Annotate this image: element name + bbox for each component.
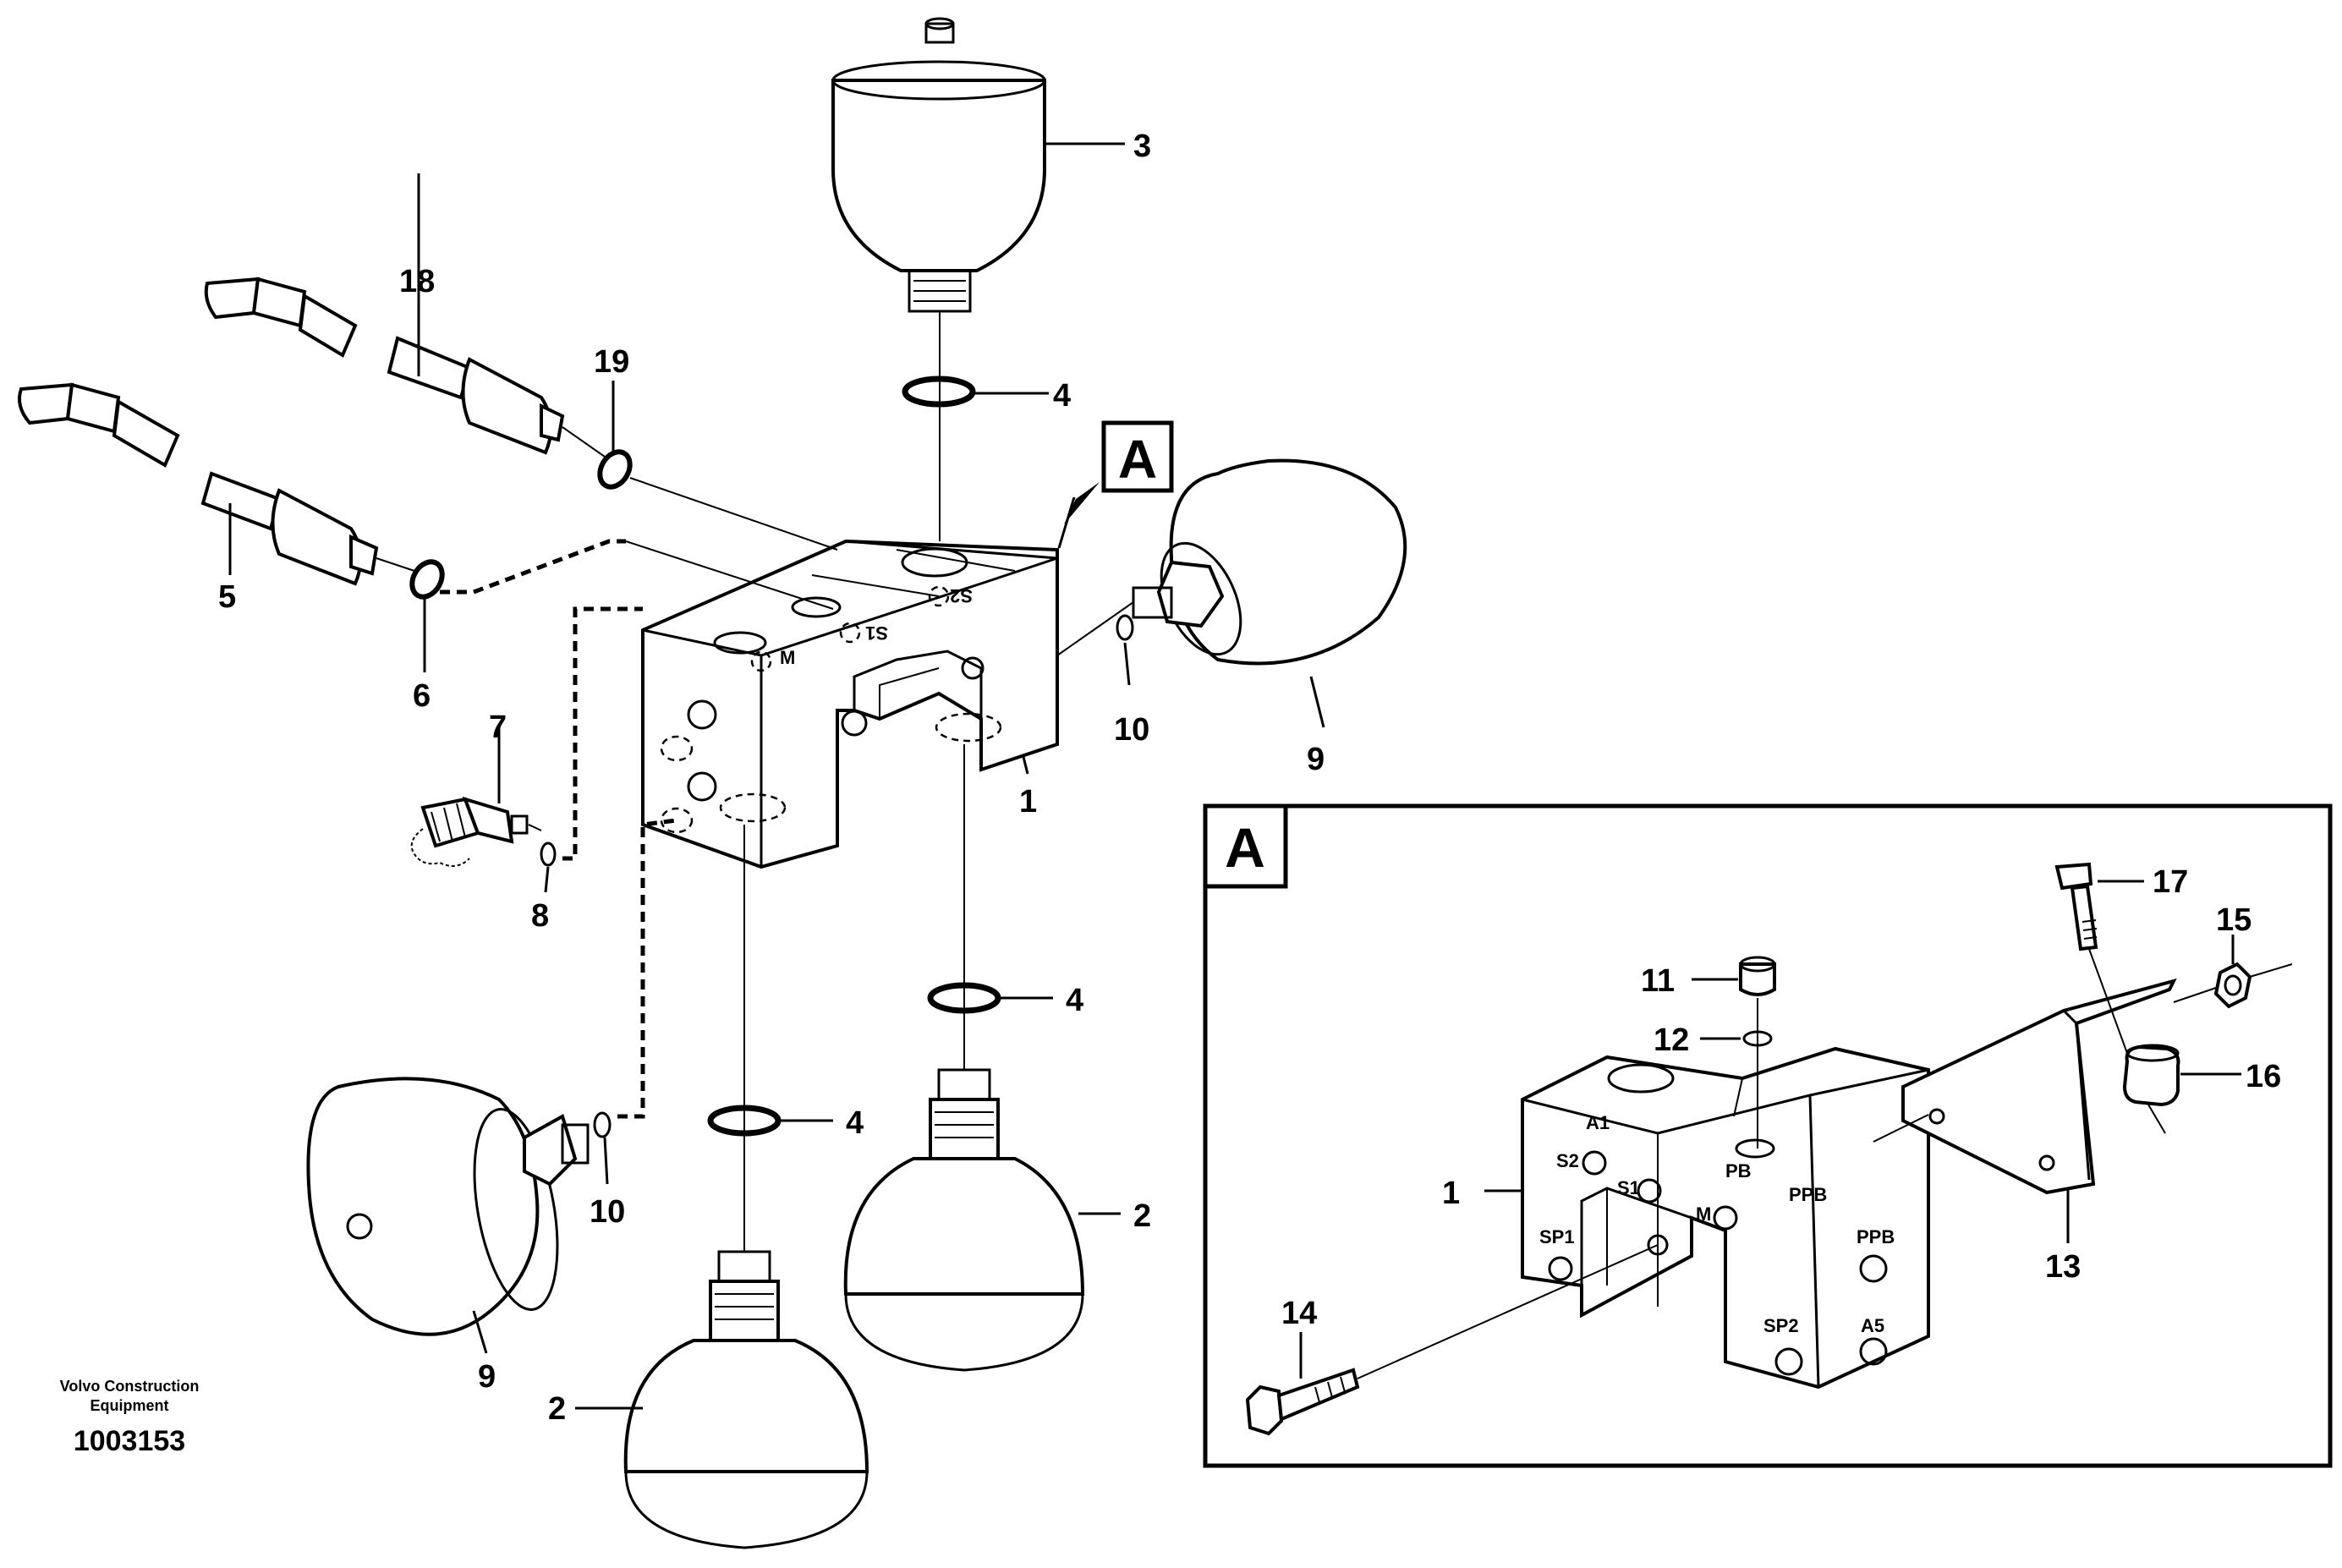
o-ring-19 [597,381,838,551]
detail-callout-13: 13 [2045,1249,2081,1285]
detail-callout-14: 14 [1281,1296,1317,1331]
accumulator-9-right [1056,458,1407,728]
detail-view-frame [1203,803,2333,1468]
o-ring-10-left [593,818,677,1185]
accumulator-9-left [306,1077,590,1354]
callout-10-left: 10 [590,1194,625,1230]
view-marker-a: A [1057,420,1174,549]
detail-callout-12: 12 [1654,1022,1689,1058]
hose-assembly-5 [18,382,415,586]
detail-view-tag [1203,803,1288,889]
detail-callout-1: 1 [1442,1176,1460,1211]
callout-2-left: 2 [548,1391,566,1427]
callout-10-right: 10 [1114,712,1149,748]
callout-8: 8 [531,898,549,934]
detail-callout-15: 15 [2216,902,2252,938]
detail-port-sp2: SP2 [1763,1315,1799,1336]
o-ring-10-right [1116,614,1134,686]
view-marker-label: A [1118,429,1157,490]
callout-7: 7 [489,710,507,745]
leader-1-main [1022,756,1029,775]
callout-9-right: 9 [1307,742,1325,777]
callout-9-left: 9 [478,1359,496,1395]
detail-callout-11: 11 [1641,963,1675,999]
callout-19: 19 [594,344,629,380]
callout-4-right: 4 [1066,983,1083,1018]
detail-port-pb: PB [1725,1160,1752,1181]
o-ring-6 [409,539,834,672]
detail-port-ppb: PPB [1789,1184,1827,1205]
detail-port-a5: A5 [1861,1315,1884,1336]
detail-callout-16: 16 [2246,1059,2281,1094]
port-label-m: M [780,647,795,668]
accumulator-2-left [575,825,869,1549]
callout-3: 3 [1133,129,1151,164]
callout-4-top: 4 [1053,378,1071,414]
o-ring-8 [540,606,643,893]
company-line-2: Equipment [90,1397,169,1414]
callout-1-main: 1 [1019,784,1037,820]
drawing-number: 1003153 [74,1425,185,1457]
detail-view-label: A [1225,816,1265,879]
accumulator-2-right [843,744,1121,1372]
company-line-1: Volvo Construction [60,1378,200,1395]
detail-port-m: M [1696,1203,1711,1225]
callout-5: 5 [218,579,236,615]
o-ring-4-top [902,376,1049,408]
port-label-s1: S1 [865,622,888,644]
callout-18: 18 [399,264,435,299]
callout-6: 6 [413,678,431,714]
detail-port-sp1: SP1 [1539,1226,1575,1247]
hose-assembly-18 [204,173,606,458]
test-plug-7 [410,727,542,867]
detail-port-s1: S1 [1617,1177,1640,1198]
detail-port-ppb-front: PPB [1857,1226,1895,1247]
detail-port-s2: S2 [1556,1150,1579,1171]
accumulator-3 [831,17,1125,541]
valve-block-main: M S1 S2 [641,539,1059,869]
detail-view-a: A A1 S2 S1 M PB PPB PPB SP1 SP2 A5 [1203,803,2333,1468]
callout-4-left: 4 [846,1105,864,1141]
detail-port-a1: A1 [1586,1112,1610,1133]
callout-2-right: 2 [1133,1198,1151,1234]
detail-callout-17: 17 [2153,864,2188,900]
port-label-s2: S2 [950,585,973,606]
